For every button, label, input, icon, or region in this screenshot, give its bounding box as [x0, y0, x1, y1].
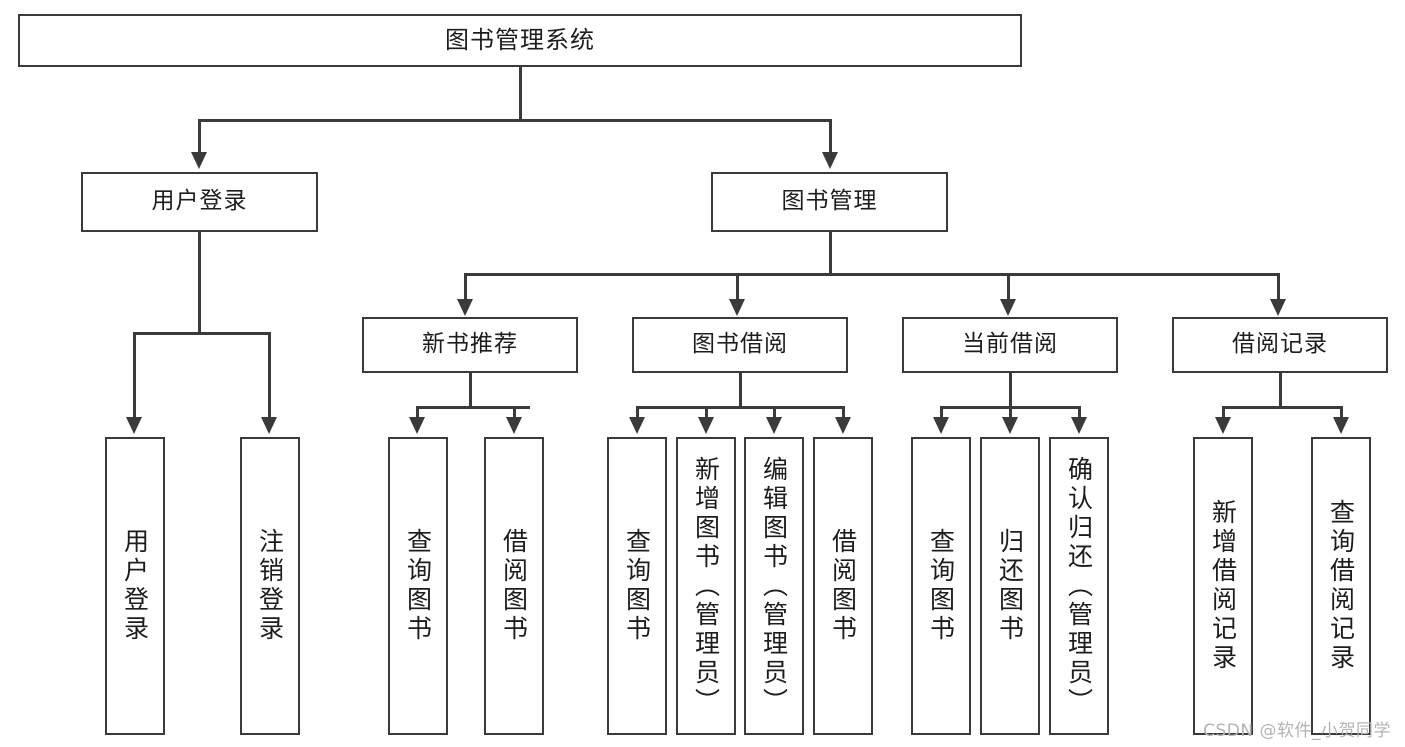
node-borrow-record[interactable]: 借阅记录	[1172, 317, 1388, 373]
node-book-borrow[interactable]: 图书借阅	[632, 317, 848, 373]
leaf-borrow-book-recommend[interactable]: 借阅图书	[484, 437, 544, 735]
connector-bb-stem	[739, 373, 742, 406]
connector-user-login-stem	[198, 232, 201, 332]
leaf-logout[interactable]: 注销登录	[240, 437, 300, 735]
connector-user-login-bar	[133, 332, 271, 335]
arrow-to-leaf-borrow-book-nbr	[506, 417, 522, 434]
leaf-query-book-borrow[interactable]: 查询图书	[607, 437, 667, 735]
connector-book-management-stem	[829, 232, 832, 273]
connector-bb-to-leaf-1	[636, 406, 639, 420]
connector-nbr-bar	[416, 406, 530, 409]
arrow-to-leaf-query-book-cb	[933, 417, 949, 434]
arrow-to-borrow-record	[1270, 299, 1286, 316]
arrow-to-leaf-borrow-book-bb	[835, 417, 851, 434]
arrow-to-leaf-return-book	[1002, 417, 1018, 434]
leaf-add-borrow-record[interactable]: 新增借阅记录	[1193, 437, 1253, 735]
node-new-book-recommend[interactable]: 新书推荐	[362, 317, 578, 373]
connector-bm-to-new-book	[464, 273, 467, 302]
connector-bb-bar	[636, 406, 845, 409]
connector-cb-to-leaf-3	[1078, 406, 1081, 420]
node-root-book-management-system[interactable]: 图书管理系统	[18, 14, 1022, 67]
connector-bb-to-leaf-3	[773, 406, 776, 420]
arrow-to-leaf-logout	[261, 417, 277, 434]
leaf-borrow-book[interactable]: 借阅图书	[813, 437, 873, 735]
connector-bb-to-leaf-2	[705, 406, 708, 420]
leaf-user-login[interactable]: 用户登录	[105, 437, 165, 735]
connector-user-login-to-leaf-1	[133, 332, 136, 420]
connector-br-bar	[1222, 406, 1343, 409]
arrow-to-leaf-user-login	[126, 417, 142, 434]
arrow-to-leaf-query-book-bb	[629, 417, 645, 434]
connector-book-management-bar	[464, 273, 1280, 276]
leaf-edit-book-admin[interactable]: 编辑图书（管理员）	[744, 437, 804, 735]
connector-root-to-book-management	[829, 119, 832, 155]
arrow-to-book-management	[822, 152, 838, 169]
leaf-query-borrow-record[interactable]: 查询借阅记录	[1311, 437, 1371, 735]
connector-nbr-stem	[469, 373, 472, 406]
arrow-to-leaf-query-record	[1333, 417, 1349, 434]
connector-cb-stem	[1009, 373, 1012, 406]
leaf-return-book[interactable]: 归还图书	[980, 437, 1040, 735]
leaf-confirm-return-admin[interactable]: 确认归还（管理员）	[1049, 437, 1109, 735]
connector-root-bar	[198, 119, 831, 122]
connector-cb-to-leaf-2	[1009, 406, 1012, 420]
connector-root-to-user-login	[198, 119, 201, 155]
connector-root-stem	[519, 67, 522, 119]
connector-bb-to-leaf-4	[842, 406, 845, 420]
arrow-to-leaf-edit-book	[766, 417, 782, 434]
node-book-management[interactable]: 图书管理	[711, 172, 948, 232]
leaf-add-book-admin[interactable]: 新增图书（管理员）	[676, 437, 736, 735]
arrow-to-new-book-recommend	[457, 299, 473, 316]
leaf-query-book-recommend[interactable]: 查询图书	[388, 437, 448, 735]
arrow-to-leaf-confirm-return	[1071, 417, 1087, 434]
arrow-to-leaf-add-record	[1215, 417, 1231, 434]
leaf-query-book-current[interactable]: 查询图书	[911, 437, 971, 735]
connector-bm-to-current-borrow	[1007, 273, 1010, 302]
connector-user-login-to-leaf-2	[268, 332, 271, 420]
arrow-to-book-borrow	[729, 299, 745, 316]
connector-br-to-leaf-2	[1340, 406, 1343, 420]
arrow-to-user-login	[191, 152, 207, 169]
connector-br-stem	[1279, 373, 1282, 406]
arrow-to-current-borrow	[1000, 299, 1016, 316]
connector-bm-to-borrow-record	[1277, 273, 1280, 302]
node-user-login[interactable]: 用户登录	[81, 172, 318, 232]
arrow-to-leaf-add-book	[698, 417, 714, 434]
connector-cb-to-leaf-1	[940, 406, 943, 420]
arrow-to-leaf-query-book-nbr	[409, 417, 425, 434]
connector-nbr-to-leaf-1	[416, 406, 419, 420]
connector-br-to-leaf-1	[1222, 406, 1225, 420]
connector-bm-to-book-borrow	[736, 273, 739, 302]
connector-nbr-to-leaf-2	[513, 406, 516, 420]
node-current-borrow[interactable]: 当前借阅	[902, 317, 1118, 373]
